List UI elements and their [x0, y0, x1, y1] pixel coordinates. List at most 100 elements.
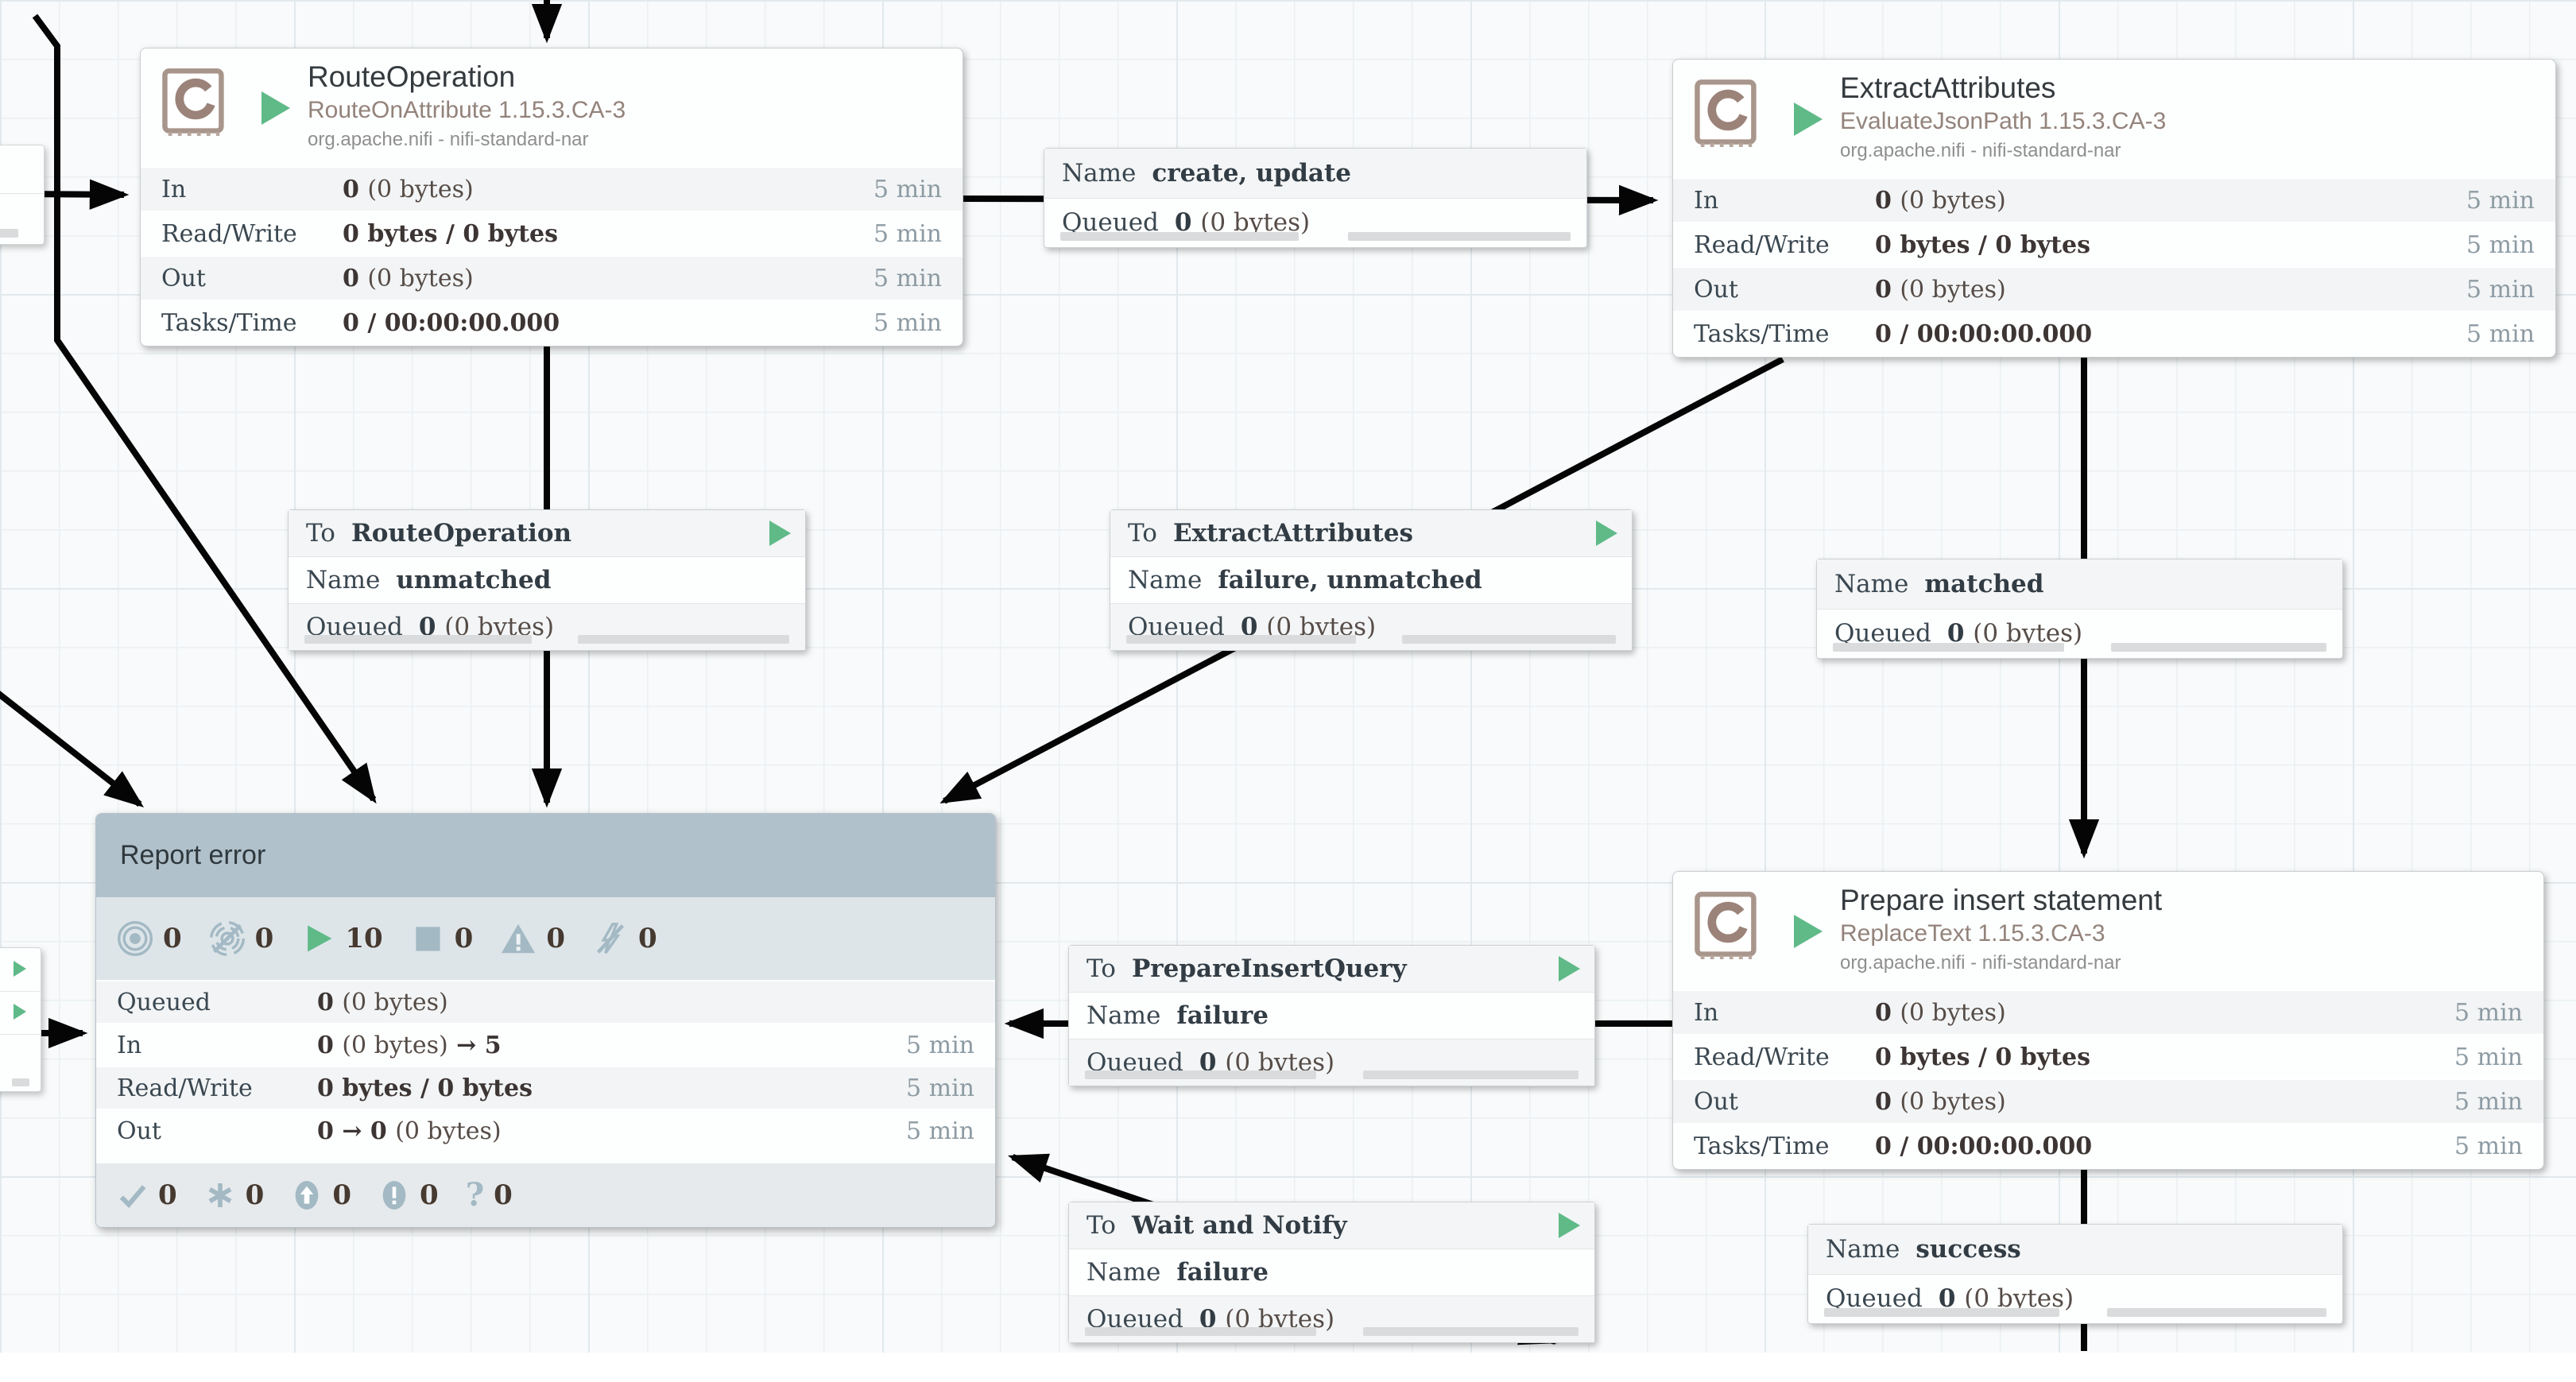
- go-to-destination-icon[interactable]: [1559, 1213, 1580, 1238]
- processor-prepare-insert-statement[interactable]: Prepare insert statement ReplaceText 1.1…: [1672, 871, 2544, 1170]
- stat-window: 5 min: [2454, 1132, 2523, 1160]
- stat-value: 0 (0 bytes) → 5: [317, 1031, 502, 1059]
- name-label: Name: [1834, 569, 1909, 598]
- name-value: matched: [1924, 569, 2044, 598]
- processor-routeoperation[interactable]: RouteOperation RouteOnAttribute 1.15.3.C…: [140, 48, 963, 346]
- stat-value: 0 bytes / 0 bytes: [343, 219, 558, 248]
- stat-window: 5 min: [2466, 319, 2535, 348]
- stat-window: 5 min: [906, 1074, 974, 1102]
- to-value: PrepareInsertQuery: [1131, 954, 1407, 983]
- to-label: To: [1128, 519, 1157, 548]
- queue-size-bar: [1363, 1070, 1579, 1079]
- stat-window: 5 min: [2466, 275, 2535, 304]
- stat-value: 0 (0 bytes): [1875, 275, 2006, 304]
- stat-value: 0 (0 bytes): [343, 264, 474, 292]
- stat-label: Out: [117, 1117, 161, 1145]
- wire-offscreen-left-to-reporterror[interactable]: [0, 690, 145, 807]
- to-value: RouteOperation: [351, 519, 572, 548]
- processor-type: ReplaceText 1.15.3.CA-3: [1840, 920, 2105, 946]
- sync-failure-count: 0: [420, 1179, 439, 1211]
- name-label: Name: [1087, 1001, 1161, 1030]
- disabled-count: 0: [638, 923, 657, 954]
- queued-value: 0 (0 bytes): [1199, 1305, 1335, 1334]
- stat-row: Read/Write 0 bytes / 0 bytes 5 min: [1673, 222, 2555, 266]
- processor-name: Prepare insert statement: [1840, 884, 2163, 916]
- go-to-destination-icon[interactable]: [1559, 956, 1580, 981]
- stat-label: Out: [161, 264, 206, 292]
- stat-label: In: [1694, 186, 1719, 215]
- partial-connection-label-mid-left[interactable]: [0, 947, 41, 1092]
- name-value: success: [1916, 1234, 2021, 1264]
- stat-value: 0 bytes / 0 bytes: [1875, 1043, 2090, 1071]
- stat-row: Tasks/Time 0 / 00:00:00.000 5 min: [1673, 1123, 2543, 1167]
- unknown-version-count: 0: [494, 1179, 513, 1211]
- go-to-destination-icon[interactable]: [1596, 521, 1617, 546]
- queue-size-bar: [2111, 643, 2326, 652]
- locally-modified-icon: [208, 1183, 232, 1207]
- process-group-status-bar: 0 0 10 0 0 0: [96, 897, 995, 980]
- processor-bundle: org.apache.nifi - nifi-standard-nar: [1840, 140, 2121, 161]
- stat-value: 0 → 0 (0 bytes): [317, 1117, 502, 1145]
- stale-count: 0: [332, 1179, 352, 1211]
- stat-window: 5 min: [874, 175, 942, 203]
- stat-label: Read/Write: [1694, 230, 1830, 259]
- stat-window: 5 min: [906, 1117, 974, 1145]
- name-label: Name: [306, 566, 381, 594]
- stat-value: 0 (0 bytes): [317, 988, 448, 1016]
- stat-label: Out: [1694, 275, 1738, 304]
- stat-label: In: [161, 175, 187, 203]
- queue-percent-bar: [304, 635, 532, 644]
- name-label: Name: [1128, 566, 1203, 594]
- stat-label: Tasks/Time: [1694, 319, 1830, 348]
- stat-label: Tasks/Time: [1694, 1132, 1830, 1160]
- name-value: failure: [1176, 1001, 1269, 1030]
- queue-size-bar: [1402, 635, 1616, 644]
- name-value: failure: [1176, 1258, 1269, 1287]
- to-value: Wait and Notify: [1131, 1211, 1347, 1240]
- processor-type: EvaluateJsonPath 1.15.3.CA-3: [1840, 108, 2167, 134]
- processor-name: ExtractAttributes: [1840, 72, 2056, 104]
- name-label: Name: [1826, 1234, 1900, 1264]
- stat-window: 5 min: [874, 308, 942, 337]
- run-status-running-icon: [261, 91, 290, 125]
- processor-bundle: org.apache.nifi - nifi-standard-nar: [1840, 952, 2121, 974]
- not-transmitting-count: 0: [254, 923, 274, 954]
- stat-value: 0 (0 bytes): [343, 175, 474, 203]
- to-label: To: [306, 519, 335, 548]
- stat-window: 5 min: [874, 219, 942, 248]
- queue-size-bar: [2107, 1308, 2326, 1317]
- running-icon: [308, 925, 332, 952]
- queue-percent-bar: [1833, 643, 2064, 652]
- queue-percent-bar: [1085, 1070, 1316, 1079]
- queue-percent-bar: [1085, 1327, 1316, 1336]
- stat-value: 0 / 00:00:00.000: [1875, 1132, 2093, 1160]
- partial-connection-label-top-left[interactable]: [0, 145, 45, 245]
- name-value: unmatched: [396, 566, 552, 594]
- queue-percent-bar: [1824, 1308, 2059, 1317]
- running-count: 10: [345, 923, 383, 954]
- name-label: Name: [1087, 1258, 1161, 1287]
- processor-extractattributes[interactable]: ExtractAttributes EvaluateJsonPath 1.15.…: [1672, 59, 2556, 358]
- run-status-running-icon: [1794, 103, 1823, 136]
- go-to-destination-icon: [14, 961, 26, 977]
- stopped-icon: [416, 927, 440, 951]
- go-to-destination-icon[interactable]: [769, 521, 791, 546]
- stat-value: 0 bytes / 0 bytes: [1875, 230, 2090, 259]
- stat-window: 5 min: [2466, 230, 2535, 259]
- name-label: Name: [1062, 158, 1137, 188]
